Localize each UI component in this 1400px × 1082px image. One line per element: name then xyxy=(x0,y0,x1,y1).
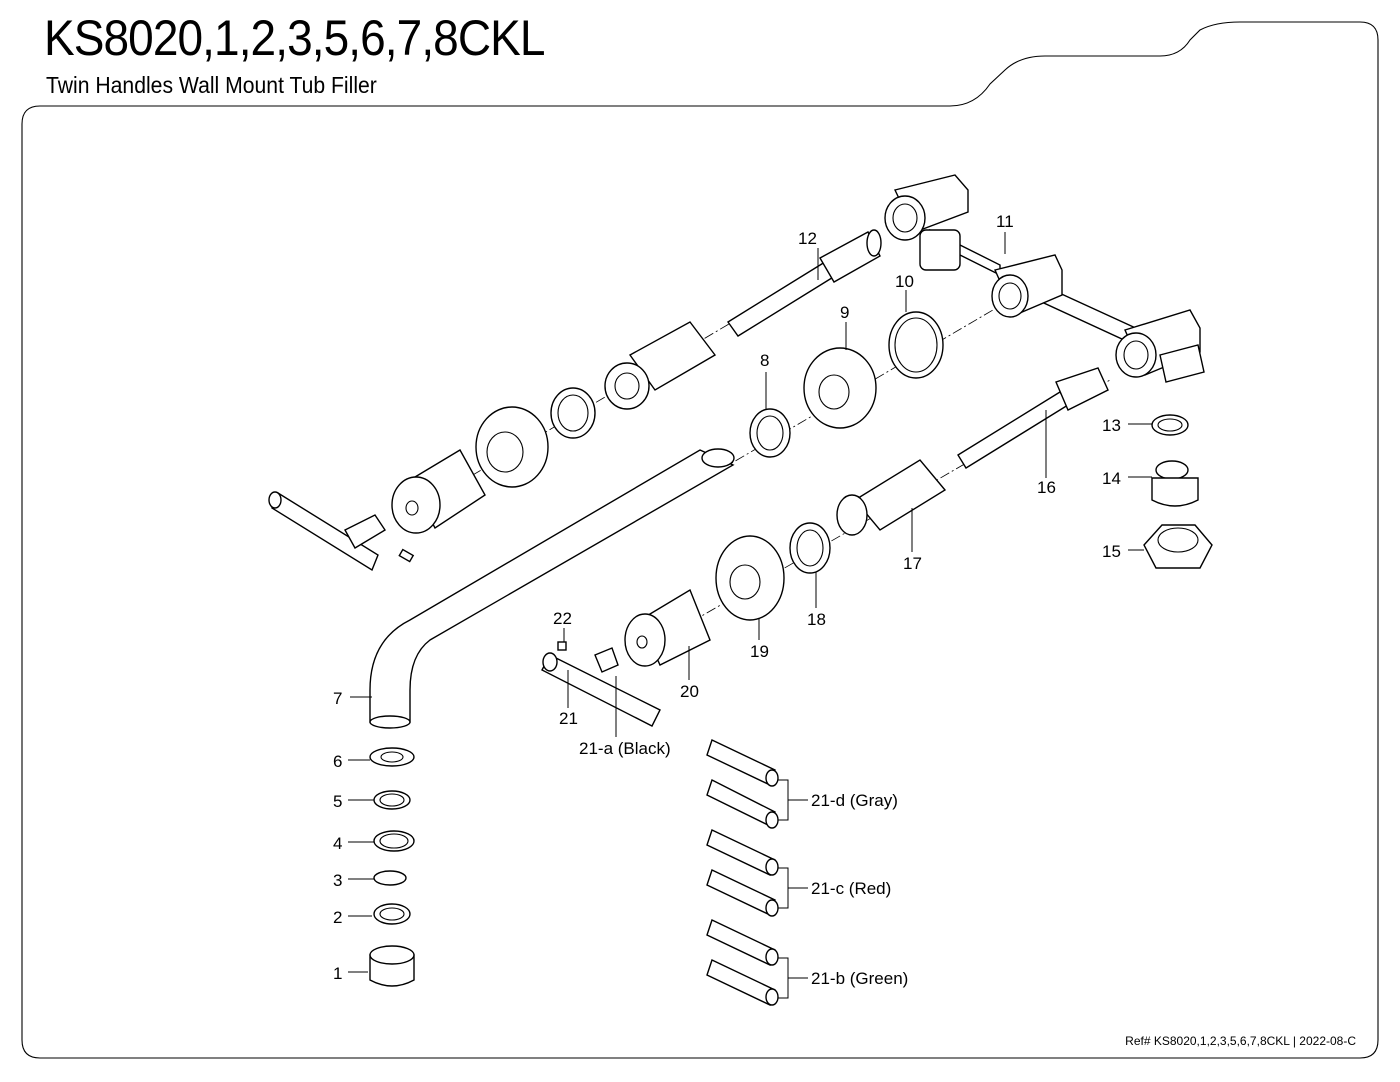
callout-3: 3 xyxy=(333,871,342,890)
callout-8: 8 xyxy=(760,351,769,370)
callout-2: 2 xyxy=(333,908,342,927)
callout-21a: 21-a (Black) xyxy=(579,739,671,758)
callout-4: 4 xyxy=(333,834,342,853)
callout-5: 5 xyxy=(333,792,342,811)
handle-sleeve-20 xyxy=(624,588,711,667)
callout-16: 16 xyxy=(1037,478,1056,497)
escutcheon-left xyxy=(475,406,549,488)
drawing-frame xyxy=(21,21,1379,1059)
lever-handle-left xyxy=(268,491,415,572)
callout-13: 13 xyxy=(1102,416,1121,435)
valve-sleeve-left xyxy=(604,321,717,410)
callout-12: 12 xyxy=(798,229,817,248)
callout-6: 6 xyxy=(333,752,342,771)
o-ring-18 xyxy=(789,522,831,574)
callout-21d: 21-d (Gray) xyxy=(811,791,898,810)
callout-20: 20 xyxy=(680,682,699,701)
leader-lines xyxy=(348,232,1152,999)
o-ring-left xyxy=(550,387,596,439)
callout-21b: 21-b (Green) xyxy=(811,969,908,988)
callout-21c: 21-c (Red) xyxy=(811,879,891,898)
cartridge-stem-16 xyxy=(957,367,1109,469)
callout-15: 15 xyxy=(1102,542,1121,561)
valve-sleeve-right xyxy=(836,459,947,536)
spout-7 xyxy=(369,448,735,729)
escutcheon-19 xyxy=(715,535,785,621)
handle-sleeve-left xyxy=(391,449,486,534)
washer-13 xyxy=(1151,414,1189,436)
o-ring-10 xyxy=(888,311,944,379)
valve-body-11 xyxy=(884,174,1205,383)
nut-15 xyxy=(1143,524,1213,569)
callout-9: 9 xyxy=(840,303,849,322)
page-subtitle: Twin Handles Wall Mount Tub Filler xyxy=(46,72,377,98)
callout-14: 14 xyxy=(1102,469,1121,488)
adapter-14 xyxy=(1151,460,1199,507)
lever-handle-21 xyxy=(541,641,661,727)
reference-code: Ref# KS8020,1,2,3,5,6,7,8CKL | 2022-08-C xyxy=(1125,1034,1356,1048)
callout-17: 17 xyxy=(903,554,922,573)
callout-18: 18 xyxy=(807,610,826,629)
callout-21: 21 xyxy=(559,709,578,728)
callout-7: 7 xyxy=(333,689,342,708)
o-ring-8 xyxy=(749,408,791,458)
callout-10: 10 xyxy=(895,272,914,291)
aerator-stack xyxy=(369,747,415,987)
escutcheon-9 xyxy=(803,347,877,429)
cartridge-stem-12 xyxy=(726,229,882,337)
callout-22: 22 xyxy=(553,609,572,628)
callout-19: 19 xyxy=(750,642,769,661)
callout-11: 11 xyxy=(996,212,1014,231)
callout-1: 1 xyxy=(333,964,342,983)
handle-variants xyxy=(706,739,779,1006)
page-title: KS8020,1,2,3,5,6,7,8CKL xyxy=(44,10,545,66)
